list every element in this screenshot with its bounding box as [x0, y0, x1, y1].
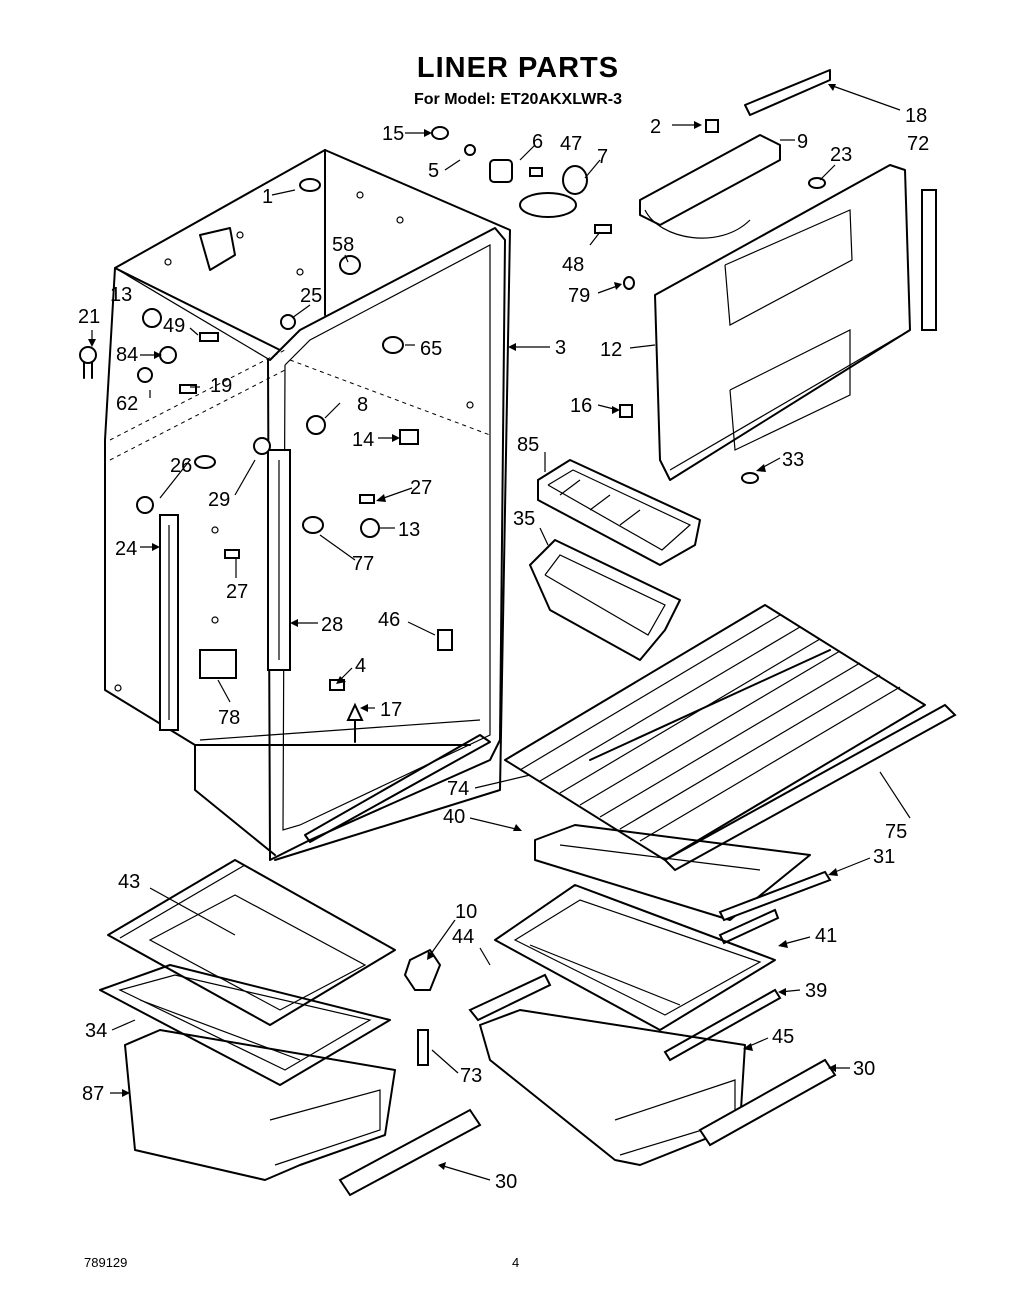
- callout-77: 77: [352, 553, 374, 575]
- callout-27b: 27: [226, 581, 248, 603]
- callout-24: 24: [115, 538, 137, 560]
- callout-74: 74: [447, 778, 469, 800]
- evaporator-cover-assembly: [619, 69, 937, 484]
- callout-18: 18: [905, 105, 927, 127]
- callout-27: 27: [410, 477, 432, 499]
- callout-73: 73: [460, 1065, 482, 1087]
- callout-26: 26: [170, 455, 192, 477]
- callout-35: 35: [513, 508, 535, 530]
- crisper-support-parts: [403, 948, 552, 1066]
- callout-85: 85: [517, 434, 539, 456]
- callout-75: 75: [885, 821, 907, 843]
- callout-12: 12: [600, 339, 622, 361]
- model-subtitle: For Model: ET20AKXLWR-3: [413, 91, 622, 108]
- callout-41: 41: [815, 925, 837, 947]
- callout-23: 23: [830, 144, 852, 166]
- callout-2: 2: [650, 116, 661, 138]
- callout-34: 34: [85, 1020, 107, 1042]
- callout-21: 21: [78, 306, 100, 328]
- right-crisper-assembly: [479, 884, 837, 1166]
- callout-39: 39: [805, 980, 827, 1002]
- callout-72: 72: [907, 133, 929, 155]
- wire-shelf: [504, 604, 957, 945]
- callout-13b: 13: [398, 519, 420, 541]
- callout-15: 15: [382, 123, 404, 145]
- callout-14: 14: [352, 429, 374, 451]
- callout-30b: 30: [495, 1171, 517, 1193]
- callout-62: 62: [116, 393, 138, 415]
- callout-65: 65: [420, 338, 442, 360]
- callout-29: 29: [208, 489, 230, 511]
- page-title: LINER PARTS: [416, 52, 620, 84]
- callout-leaders: [88, 84, 911, 1181]
- callout-5: 5: [428, 160, 439, 182]
- callout-84: 84: [116, 344, 138, 366]
- cabinet-small-parts: [79, 126, 612, 743]
- callout-8: 8: [357, 394, 368, 416]
- callout-13: 13: [110, 284, 132, 306]
- callout-16: 16: [570, 395, 592, 417]
- callout-7: 7: [597, 146, 608, 168]
- callout-79: 79: [568, 285, 590, 307]
- callout-9: 9: [797, 131, 808, 153]
- cabinet-liner: [104, 149, 511, 861]
- callout-4: 4: [355, 655, 366, 677]
- callout-3: 3: [555, 337, 566, 359]
- page-number: 4: [512, 1255, 520, 1270]
- callout-19: 19: [210, 375, 232, 397]
- callout-58: 58: [332, 234, 354, 256]
- callout-48: 48: [562, 254, 584, 276]
- left-crisper-assembly: [99, 859, 482, 1197]
- callout-87: 87: [82, 1083, 104, 1105]
- callout-47: 47: [560, 133, 582, 155]
- callout-10: 10: [455, 901, 477, 923]
- callout-43: 43: [118, 871, 140, 893]
- callout-78: 78: [218, 707, 240, 729]
- callout-44: 44: [452, 926, 474, 948]
- callout-1: 1: [262, 186, 273, 208]
- callout-45: 45: [772, 1026, 794, 1048]
- callout-33: 33: [782, 449, 804, 471]
- callout-31: 31: [873, 846, 895, 868]
- callout-49: 49: [163, 315, 185, 337]
- callout-17: 17: [380, 699, 402, 721]
- callout-30: 30: [853, 1058, 875, 1080]
- document-code: 789129: [84, 1255, 128, 1270]
- callout-28: 28: [321, 614, 343, 636]
- ice-tray-and-bin: [529, 459, 701, 661]
- callout-labels: 15 6 47 7 5 2 9 18 23 72 1 58 25 13 49 2…: [78, 105, 929, 1193]
- callout-40: 40: [443, 806, 465, 828]
- callout-25: 25: [300, 285, 322, 307]
- callout-46: 46: [378, 609, 400, 631]
- callout-6: 6: [532, 131, 543, 153]
